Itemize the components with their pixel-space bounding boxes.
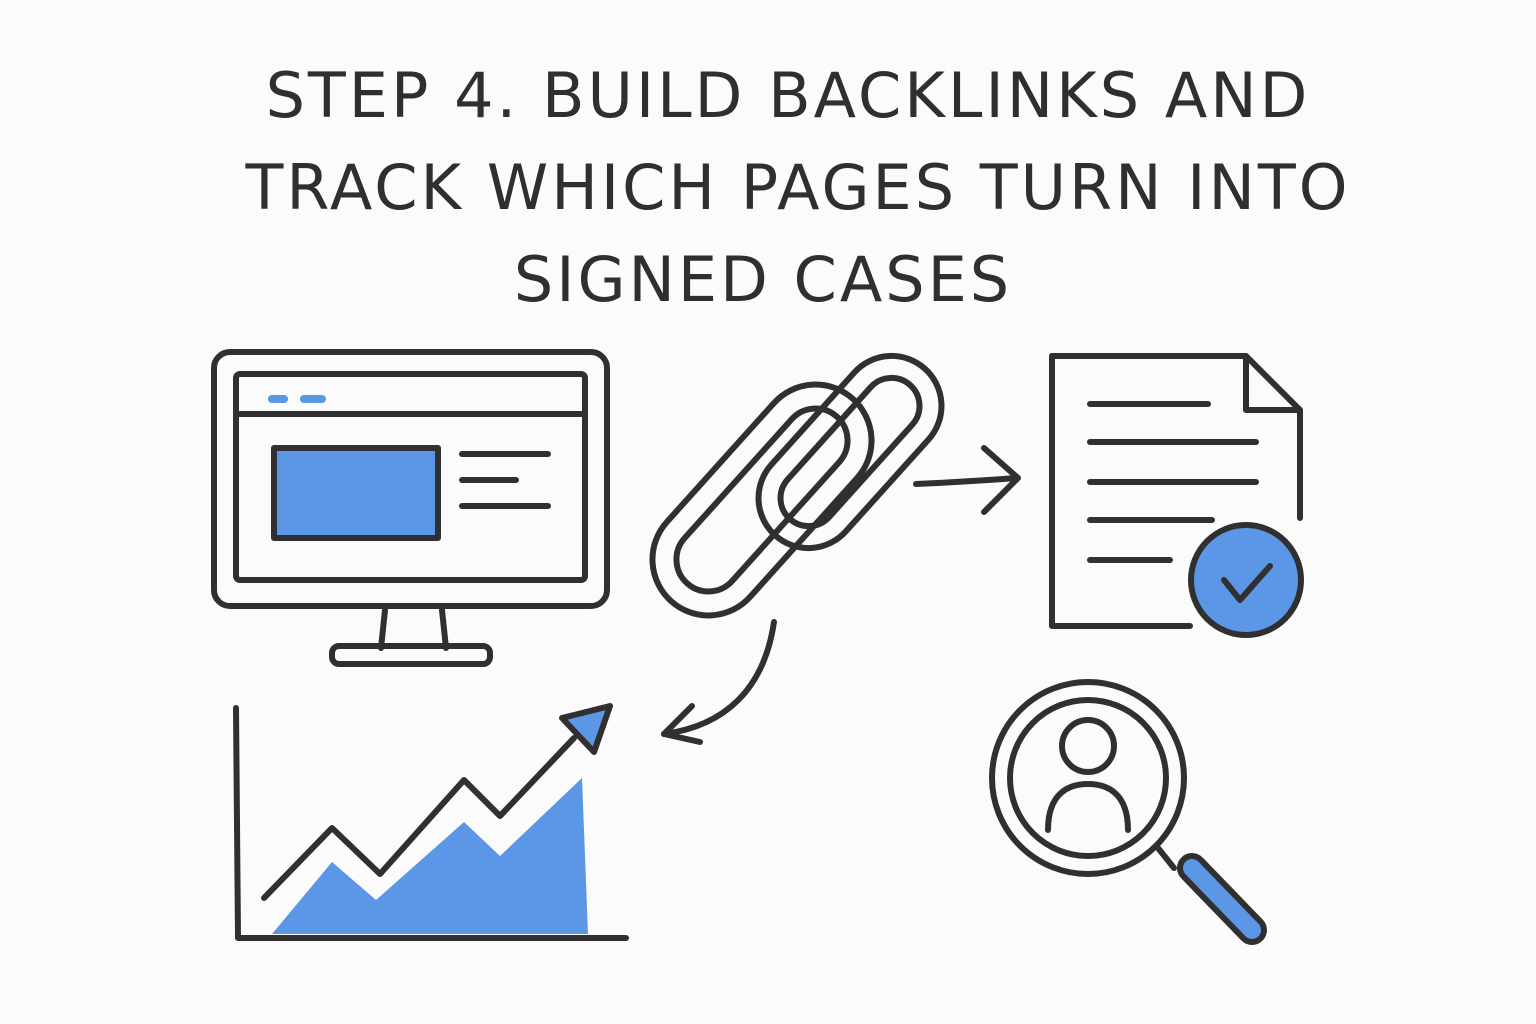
person-shoulders (1045, 781, 1131, 833)
magnifier-outer-ring (989, 679, 1187, 877)
chain-link-left-inner (673, 405, 851, 595)
chain-link-right-inner (777, 374, 923, 530)
title-line-2: TRACK WHICH PAGES TURN INTO (245, 151, 1351, 224)
chain-link-left-outer (649, 381, 875, 619)
growth-chart-area (272, 778, 588, 934)
check-badge (1188, 522, 1304, 638)
document-top-edge (1049, 353, 1303, 521)
check-mark-icon (1221, 563, 1273, 603)
document-fold-corner (1243, 353, 1303, 413)
arrow-right-shaft (913, 475, 1019, 487)
document-check-icon (1049, 353, 1304, 638)
magnifier-neck (1155, 845, 1177, 871)
arrow-right-icon (913, 445, 1021, 515)
curved-arrow-head (661, 703, 703, 745)
growth-chart-axes (233, 705, 629, 941)
monitor-stand-neck (378, 607, 449, 651)
chain-link-right-outer (755, 352, 945, 552)
webpage-image-block (271, 445, 441, 541)
chain-link-icon (649, 352, 945, 619)
monitor-stand-base (329, 643, 493, 667)
title-line-3: SIGNED CASES (513, 243, 1013, 316)
document-left-edge (1049, 353, 1193, 629)
growth-chart-arrowhead (559, 703, 613, 755)
arrow-right-head (981, 445, 1021, 515)
growth-chart-trend-line (261, 735, 577, 901)
browser-window (233, 371, 588, 583)
monitor-bezel (211, 349, 610, 609)
magnifier-person-icon (989, 679, 1267, 945)
curved-arrow-icon (661, 619, 777, 745)
person-head (1059, 717, 1117, 775)
title-line-1: STEP 4. BUILD BACKLINKS AND (265, 59, 1311, 132)
magnifier-inner-ring (1007, 697, 1169, 859)
monitor-webpage-icon (211, 349, 610, 667)
growth-chart-icon (233, 703, 629, 941)
curved-arrow-shaft (661, 619, 777, 737)
page-title: STEP 4. BUILD BACKLINKS AND TRACK WHICH … (0, 50, 1536, 326)
magnifier-handle (1183, 859, 1261, 939)
